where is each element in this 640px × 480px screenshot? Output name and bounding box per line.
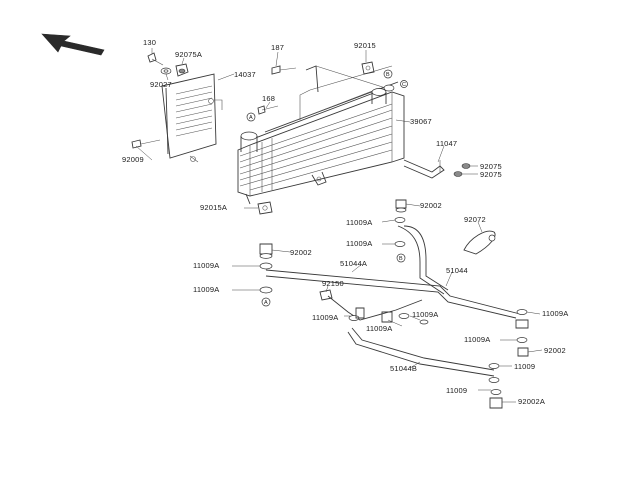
label-92002-left: 92002	[290, 248, 312, 257]
label-51044: 51044	[446, 266, 468, 275]
orientation-arrow-icon	[41, 33, 105, 56]
label-92002a: 92002A	[518, 397, 545, 406]
label-11009a-6: 11009A	[366, 324, 393, 333]
label-92075-1: 92075	[480, 162, 502, 171]
label-11009a-7: 11009A	[412, 310, 439, 319]
oil-cooler-body	[237, 65, 405, 205]
bolt-92009	[131, 139, 161, 149]
callout-b-bottom: B	[396, 253, 406, 263]
part-labels: 130 92075A 92027 14037 187 92015 168 390…	[122, 38, 569, 406]
label-92150: 92150	[322, 279, 344, 288]
label-92075a: 92075A	[175, 50, 202, 59]
cooler-guard-plate	[161, 73, 223, 163]
label-92015a: 92015A	[200, 203, 227, 212]
label-11047: 11047	[436, 139, 457, 148]
svg-text:C: C	[402, 82, 406, 88]
clamp-92015a	[257, 201, 273, 215]
label-11009a-4: 11009A	[193, 285, 220, 294]
label-14037: 14037	[234, 70, 256, 79]
svg-text:A: A	[264, 300, 268, 306]
callout-c: C	[400, 80, 408, 88]
label-92027: 92027	[150, 80, 172, 89]
hose-clamp-92072	[463, 230, 496, 255]
callout-a-bottom: A	[261, 297, 271, 307]
banjo-bolt-92002-top	[395, 199, 407, 213]
label-11009a-8: 11009A	[542, 309, 569, 318]
oil-pipe-51044b	[327, 295, 495, 377]
label-130: 130	[143, 38, 156, 47]
label-11009a-1: 11009A	[346, 218, 373, 227]
callout-b-top: B	[383, 69, 393, 79]
label-11009a-5: 11009A	[312, 313, 339, 322]
label-92002-top: 92002	[420, 201, 442, 210]
bolt-130	[147, 52, 164, 66]
leader-lines	[135, 48, 543, 403]
label-51044b: 51044B	[390, 364, 417, 373]
label-92002-right: 92002	[544, 346, 566, 355]
bolt-187	[271, 65, 297, 75]
union-fittings-middle	[348, 307, 429, 325]
bracket-11047	[403, 159, 445, 179]
bolt-168	[257, 105, 279, 115]
label-11009-b: 11009	[446, 386, 467, 395]
washer-11009a-top	[394, 217, 406, 247]
label-92009: 92009	[122, 155, 144, 164]
clamp-92015	[361, 61, 375, 75]
label-187: 187	[271, 43, 284, 52]
label-92072: 92072	[464, 215, 486, 224]
washer-11009a-left	[259, 262, 273, 294]
oil-pipe-51044	[397, 225, 449, 295]
label-39067: 39067	[410, 117, 432, 126]
oil-pipe-51044a	[265, 269, 521, 319]
label-11009a-2: 11009A	[346, 239, 373, 248]
grommets-92075	[453, 163, 471, 177]
label-11009a-9: 11009A	[464, 335, 491, 344]
label-11009: 11009	[514, 362, 535, 371]
washer-92027	[160, 67, 172, 75]
svg-text:A: A	[249, 115, 253, 121]
label-168: 168	[262, 94, 275, 103]
label-92075-2: 92075	[480, 170, 502, 179]
label-51044a: 51044A	[340, 259, 367, 268]
callout-a-top: A	[246, 112, 256, 122]
svg-text:B: B	[399, 256, 403, 262]
banjo-bolt-92002-left	[259, 243, 273, 259]
label-92015: 92015	[354, 41, 376, 50]
svg-text:B: B	[386, 72, 390, 78]
right-fittings	[488, 309, 529, 409]
label-11009a-3: 11009A	[193, 261, 220, 270]
grommet-92075a	[175, 63, 189, 77]
